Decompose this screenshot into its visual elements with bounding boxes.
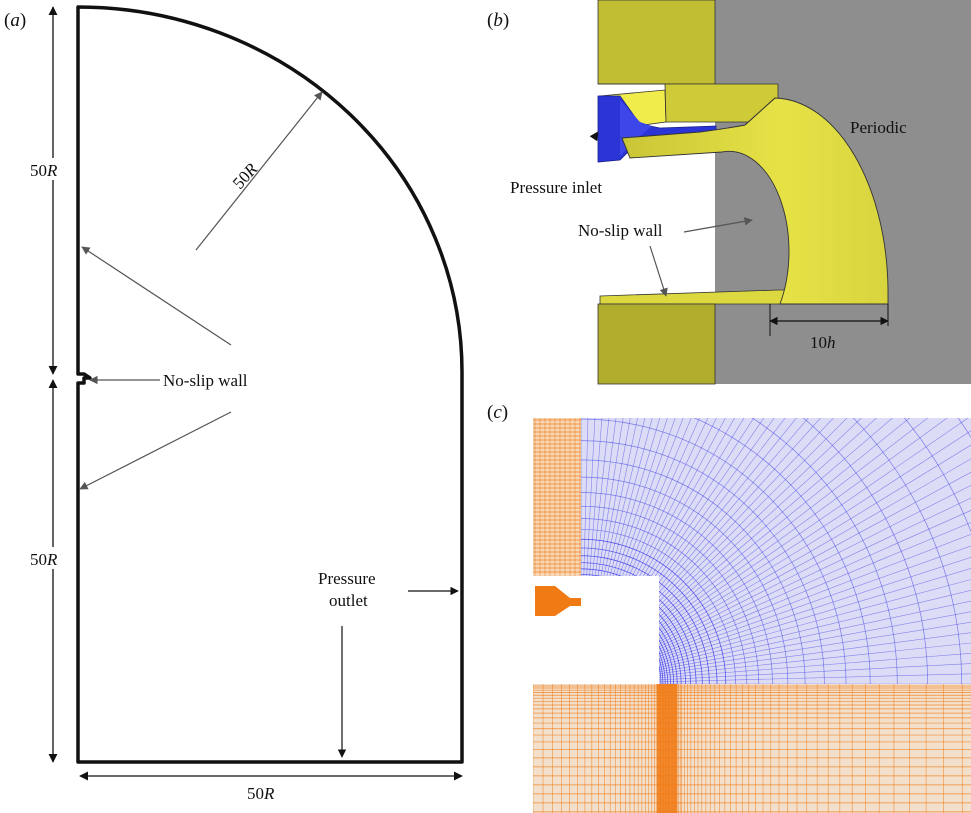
radius-label: 50R [229, 159, 262, 193]
wall-label-a: No-slip wall [163, 371, 248, 390]
panel-a: (a) 50R 50R 50R No-slip wall Pressure ou… [4, 5, 464, 803]
radius-arrow [195, 91, 323, 251]
curved-wall [621, 97, 889, 305]
dim-lower-label: 50R [30, 550, 58, 569]
panel-c: (c) [487, 402, 971, 813]
dim-bottom-label: 50R [247, 784, 275, 803]
outlet-label-line2: outlet [329, 591, 368, 610]
wall-leader-b-plate [649, 245, 668, 297]
inlet-leader [567, 131, 599, 177]
lower-block [597, 303, 716, 385]
dim-10h-label: 10h [810, 333, 836, 352]
wall-leader-b-curve [683, 217, 753, 233]
wall-leader-upper [81, 246, 232, 346]
orange-mesh-upper-left [533, 418, 581, 576]
wall-leader-lower [79, 411, 232, 490]
orange-mesh-lower [533, 684, 971, 813]
panel-b: (b) Periodic Pressure inlet No-slip wall [487, 0, 971, 385]
upper-block [597, 0, 716, 85]
wall-label-b: No-slip wall [578, 221, 663, 240]
domain-outline [76, 5, 464, 764]
panel-a-label: (a) [4, 10, 26, 31]
periodic-label: Periodic [850, 118, 907, 137]
dim-upper-label: 50R [30, 161, 58, 180]
mesh-area [533, 418, 971, 813]
panel-c-label: (c) [487, 402, 508, 423]
outlet-label-line1: Pressure [318, 569, 376, 588]
inlet-label: Pressure inlet [510, 178, 602, 197]
panel-b-label: (b) [487, 10, 509, 31]
orange-nozzle-mesh [535, 586, 581, 616]
